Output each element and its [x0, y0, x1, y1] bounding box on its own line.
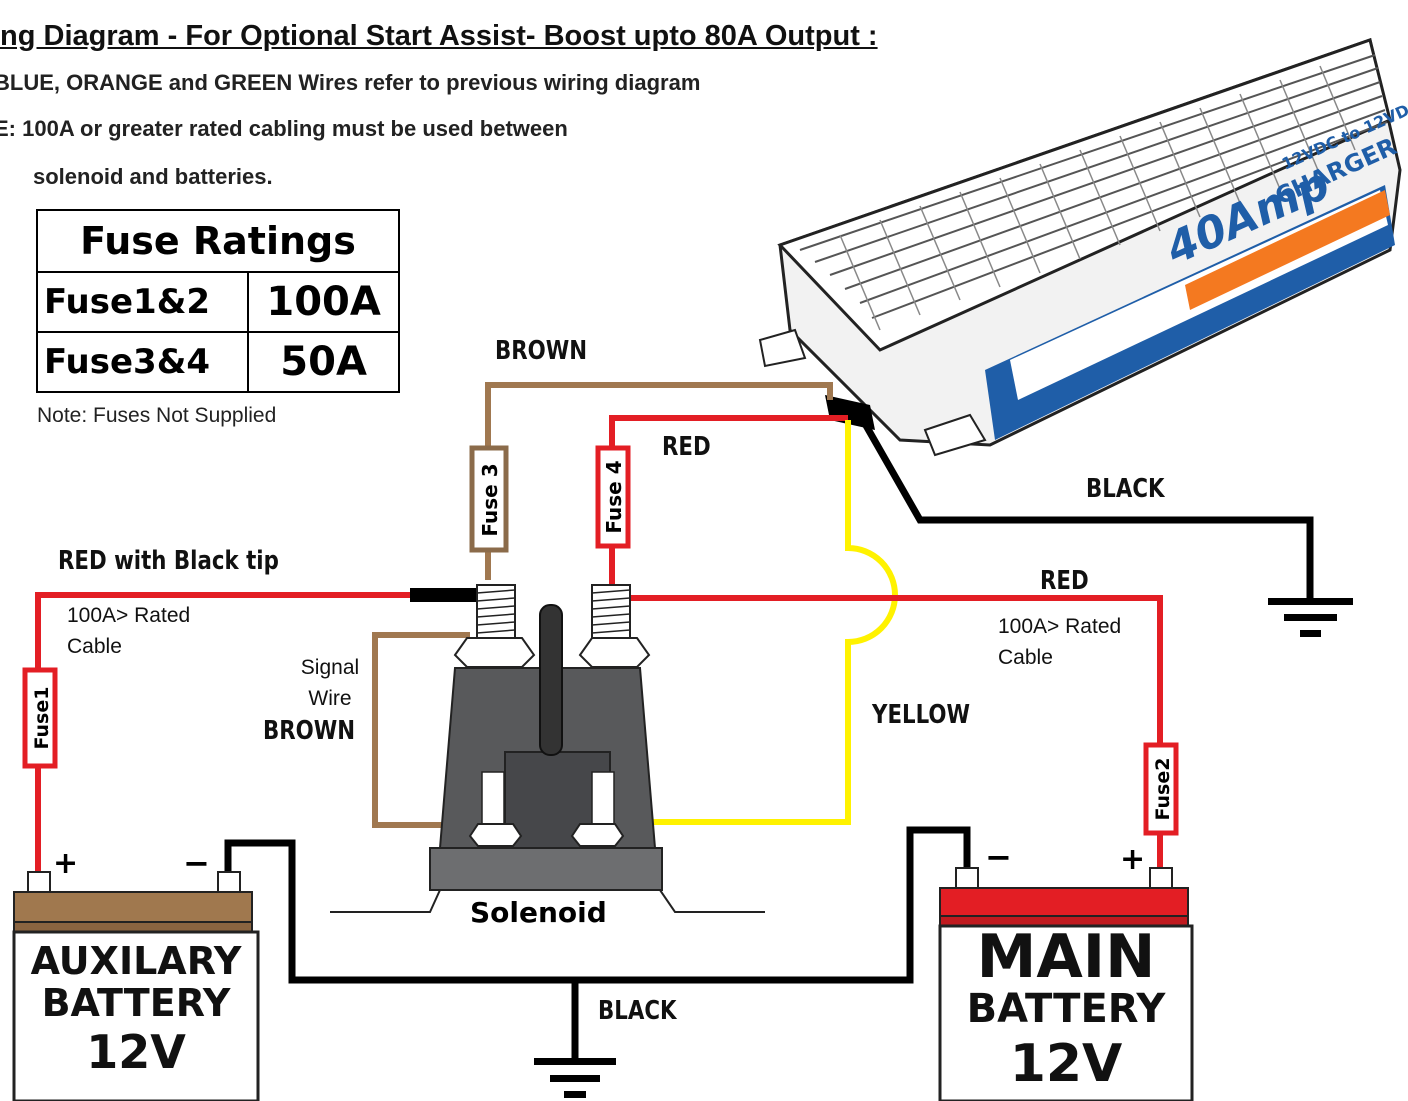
charger-unit: 40Amp CHARGER 12VDC to 12VDC	[758, 38, 1408, 457]
auxiliary-battery	[12, 871, 260, 1101]
main-battery-label: MAIN BATTERY 12V	[940, 926, 1192, 1098]
red-wire-charger	[609, 415, 848, 590]
black-wire-ground	[224, 826, 971, 984]
main-battery	[938, 867, 1194, 1101]
label-brown-top: BROWN	[495, 336, 588, 366]
note-cabling-1: E: 100A or greater rated cabling must be…	[0, 116, 568, 141]
solenoid	[330, 584, 765, 913]
aux-plus-sign: +	[53, 846, 79, 881]
main-battery-line1: MAIN	[976, 922, 1156, 992]
note-cabling-2: solenoid and batteries.	[33, 164, 273, 189]
label-yellow: YELLOW	[872, 700, 971, 730]
fuse-4-label: Fuse 4	[602, 460, 626, 533]
main-minus-sign: −	[985, 838, 1012, 876]
black-wire-charger	[856, 413, 1314, 600]
label-black-bottom: BLACK	[598, 996, 677, 1026]
fuse-1-label: Fuse1	[31, 687, 53, 750]
ground-symbol-bottom	[534, 1058, 616, 1098]
solenoid-label: Solenoid	[470, 896, 607, 929]
fuse-row-name: Fuse1&2	[35, 271, 250, 333]
fuse-ratings-table: Fuse Ratings Fuse1&2 100A Fuse3&4 50A	[35, 209, 400, 393]
fuse-note: Note: Fuses Not Supplied	[37, 404, 277, 427]
fuse-row-name: Fuse3&4	[35, 331, 250, 393]
label-rated-right: 100A> Rated Cable	[998, 615, 1122, 669]
fuse-row-value: 100A	[247, 271, 400, 333]
black-tip	[410, 588, 478, 602]
label-red-top: RED	[662, 432, 711, 462]
aux-battery-line1: AUXILARY	[30, 939, 242, 983]
label-red-black-tip: RED with Black tip	[58, 546, 279, 576]
main-battery-voltage: 12V	[1009, 1034, 1123, 1094]
main-battery-line2: BATTERY	[966, 986, 1166, 1032]
brown-signal-wire	[372, 632, 478, 828]
aux-battery-voltage: 12V	[86, 1025, 186, 1079]
fuse-2-label: Fuse2	[1152, 758, 1174, 821]
main-plus-sign: +	[1120, 842, 1146, 877]
fuse-3: Fuse 3	[469, 445, 509, 553]
label-red-right: RED	[1040, 566, 1089, 596]
fuse-row-value: 50A	[247, 331, 400, 393]
ground-symbol-right	[1268, 598, 1353, 637]
fuse-2: Fuse2	[1143, 742, 1179, 836]
aux-battery-line2: BATTERY	[41, 981, 231, 1025]
brown-wire-top	[485, 382, 833, 580]
label-black-right: BLACK	[1086, 474, 1165, 504]
diagram-title: ing Diagram - For Optional Start Assist-…	[0, 20, 878, 52]
red-wire-aux	[35, 592, 475, 875]
yellow-wire	[610, 420, 898, 825]
fuse-3-label: Fuse 3	[478, 463, 502, 536]
fuse-1: Fuse1	[22, 667, 58, 769]
aux-battery-label: AUXILARY BATTERY 12V	[14, 940, 258, 1080]
note-wires: BLUE, ORANGE and GREEN Wires refer to pr…	[0, 70, 701, 95]
aux-minus-sign: −	[183, 844, 210, 882]
label-brown-signal: BROWN	[263, 716, 356, 746]
fuse-4: Fuse 4	[595, 445, 631, 549]
label-rated-left: 100A> Rated Cable	[67, 604, 191, 658]
label-signal-wire: Signal Wire	[300, 656, 360, 710]
fuse-table-heading: Fuse Ratings	[36, 209, 400, 273]
